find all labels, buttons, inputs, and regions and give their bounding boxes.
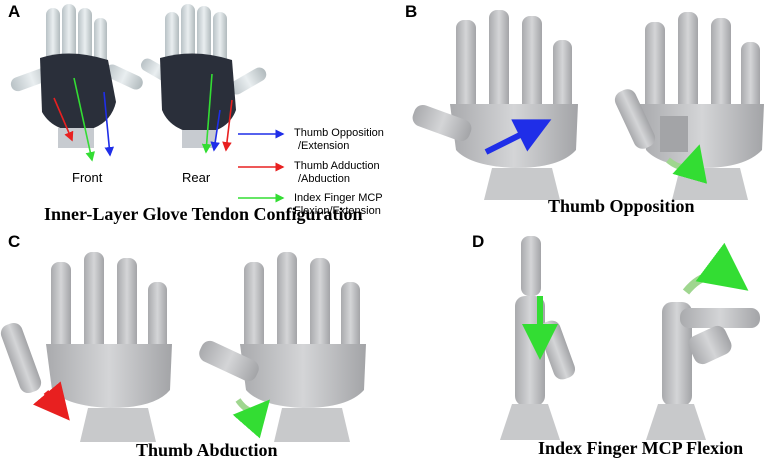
panel-letter-b: B xyxy=(405,2,418,21)
caption-panel-d: Index Finger MCP Flexion xyxy=(538,438,744,458)
legend-thumb-adduction: Thumb Adduction /Abduction xyxy=(294,160,380,186)
hand-b-right xyxy=(614,12,764,200)
legend-item-1-line1: Thumb Opposition xyxy=(294,127,384,139)
legend-arrows xyxy=(238,129,285,203)
legend-item-1-line2: /Extension xyxy=(298,140,350,152)
caption-panel-c: Thumb Abduction xyxy=(136,440,278,460)
glove-front-label: Front xyxy=(72,170,103,185)
panel-letter-c: C xyxy=(8,232,21,251)
legend-item-3-line2: Flexion/Extension xyxy=(294,205,381,217)
finger-d-extended xyxy=(500,236,576,440)
glove-front-photo xyxy=(10,4,143,162)
panel-letter-a: A xyxy=(8,2,21,21)
glove-rear-label: Rear xyxy=(182,170,211,185)
hand-c-right xyxy=(199,252,366,442)
caption-panel-b: Thumb Opposition xyxy=(548,196,695,216)
hand-b-left xyxy=(412,10,578,200)
legend-item-3-line1: Index Finger MCP xyxy=(294,192,383,204)
legend-item-2-line1: Thumb Adduction xyxy=(294,160,380,172)
caption-panel-a: Inner-Layer Glove Tendon Configuration xyxy=(44,204,363,224)
finger-d-flexed xyxy=(646,242,760,440)
glove-rear-photo xyxy=(140,4,267,154)
legend-item-2-line2: /Abduction xyxy=(298,173,350,185)
legend-thumb-opposition: Thumb Opposition /Extension xyxy=(294,127,384,153)
legend-index-finger-mcp: Index Finger MCP Flexion/Extension xyxy=(294,192,383,218)
panel-letter-d: D xyxy=(472,232,485,251)
hand-c-left xyxy=(0,252,172,442)
